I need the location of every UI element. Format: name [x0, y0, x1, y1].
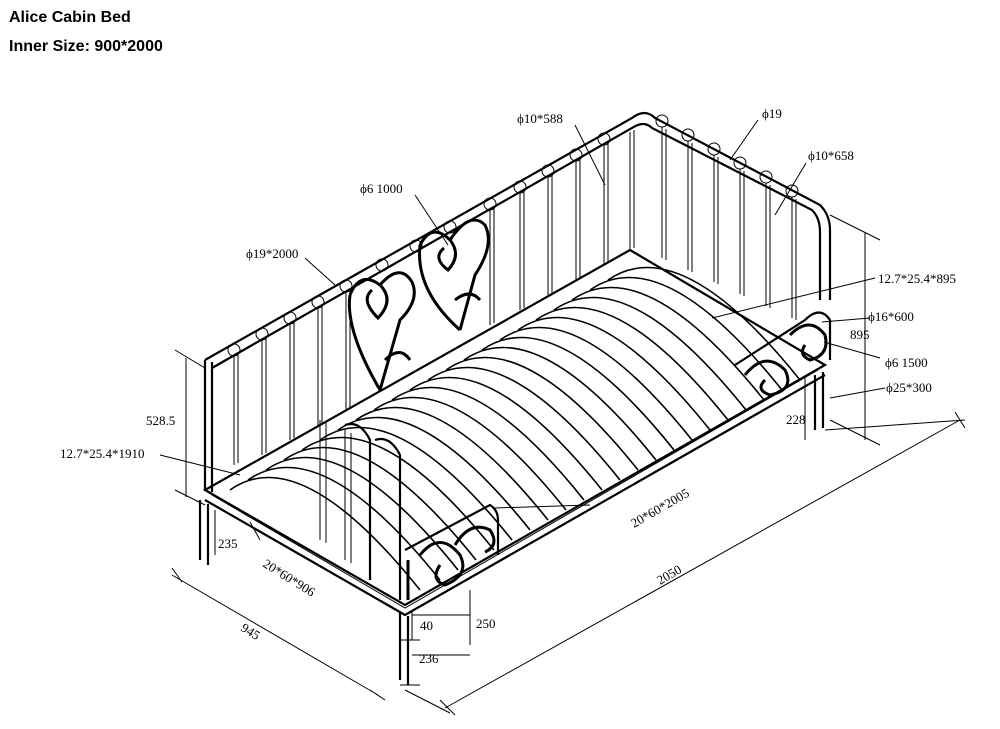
dim-height-250: 250: [476, 616, 496, 631]
dim-width-945: 945: [238, 620, 262, 643]
dim-end-bar: ϕ10*658: [808, 148, 854, 163]
bed-legs: [198, 372, 825, 685]
foot-end-scroll: [404, 503, 500, 600]
dim-short-rail: 20*60*906: [260, 556, 318, 600]
back-panel-frame: [204, 111, 832, 465]
diagram-title: Alice Cabin Bed: [9, 9, 131, 26]
dim-height-228: 228: [786, 412, 806, 427]
dim-height-40: 40: [420, 618, 433, 633]
dimension-lines: [159, 119, 966, 716]
dim-height-235: 235: [218, 536, 238, 551]
head-end-scroll: [734, 311, 832, 397]
dim-height-528: 528.5: [146, 413, 175, 428]
dim-end-tube: ϕ16*600: [868, 309, 914, 324]
dim-scroll-back: ϕ6 1000: [360, 181, 403, 196]
dim-end-rail: 12.7*25.4*895: [878, 271, 956, 286]
base-frame: [202, 248, 828, 617]
dim-back-rail: ϕ19*2000: [246, 246, 298, 261]
back-rail-rings: [227, 114, 799, 357]
dim-top-rail-bar: ϕ10*588: [517, 111, 563, 126]
inner-size-label: Inner Size: 900*2000: [9, 38, 163, 55]
dim-scroll-end: ϕ6 1500: [885, 355, 928, 370]
dim-side-rail: 12.7*25.4*1910: [60, 446, 145, 461]
dim-top-tube: ϕ19: [762, 106, 782, 121]
dimension-labels: ϕ10*588 ϕ19 ϕ10*658 ϕ6 1000 ϕ19*2000 12.…: [60, 106, 956, 666]
heart-scroll-ornament: [347, 218, 490, 391]
dim-leg: ϕ25*300: [886, 380, 932, 395]
dim-long-rail: 20*60*2005: [628, 485, 692, 530]
front-guard: [319, 420, 402, 600]
dim-height-895: 895: [850, 327, 870, 342]
dim-height-236: 236: [419, 651, 439, 666]
dim-length-2050: 2050: [654, 562, 684, 588]
